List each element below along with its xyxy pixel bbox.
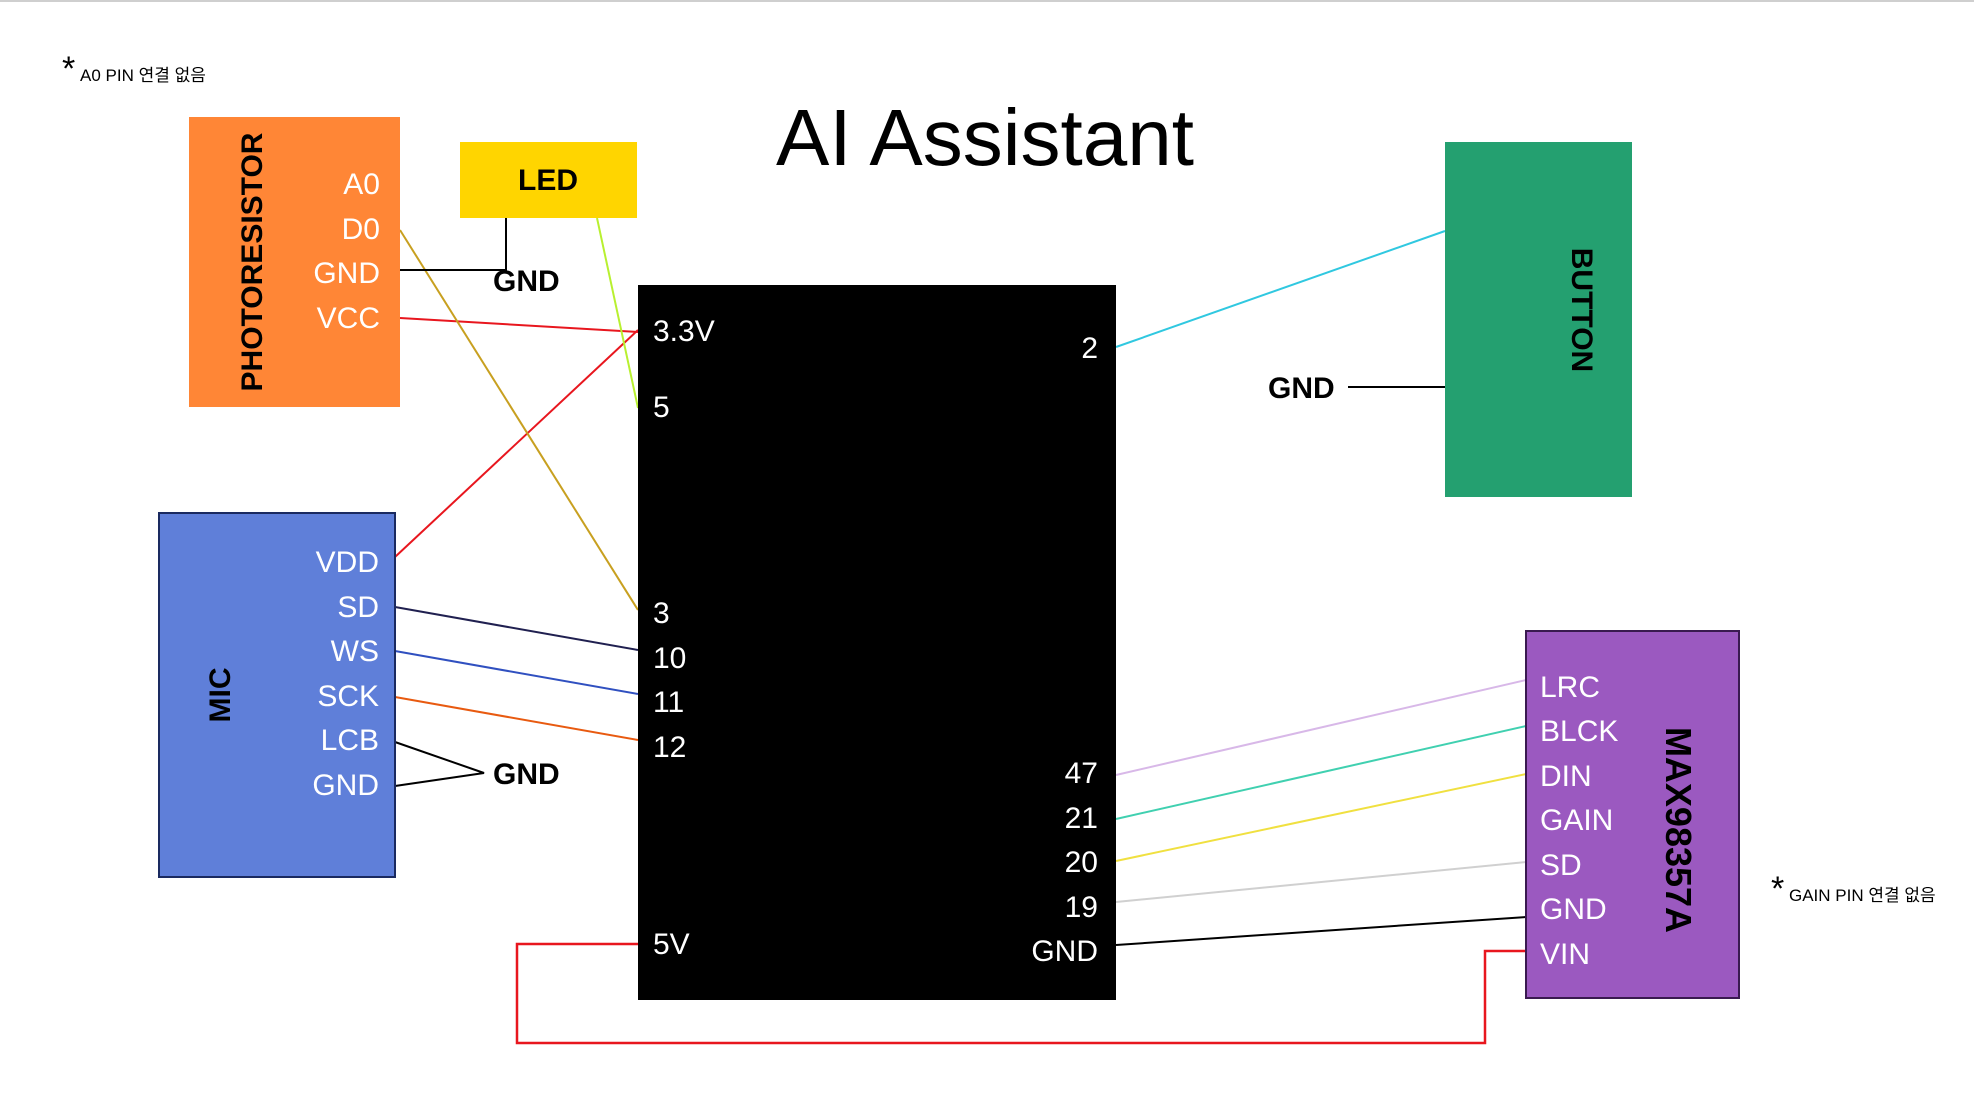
mic-pin-sd: SD — [337, 591, 379, 624]
note-star-a0: * — [62, 50, 75, 88]
wire-din-pin20 — [1115, 773, 1527, 862]
wire-sd-pin19 — [1115, 861, 1527, 903]
wire-blck-pin21 — [1115, 725, 1527, 820]
mcu-pin-3: 3 — [653, 597, 670, 630]
note-star-gain: * — [1771, 870, 1784, 908]
photoresistor-pin-vcc: VCC — [317, 302, 380, 335]
mcu-pin-10: 10 — [653, 642, 686, 675]
mic-body — [158, 512, 396, 878]
gnd-label-button: GND — [1268, 372, 1335, 405]
wire-led-pin5 — [596, 217, 639, 409]
wire-amp-gnd — [1115, 916, 1527, 946]
amp-pin-gain: GAIN — [1540, 804, 1613, 837]
photoresistor-body — [189, 117, 400, 407]
amp-pin-lrc: LRC — [1540, 671, 1600, 704]
mcu-pin-5v: 5V — [653, 928, 690, 961]
gnd-label-led: GND — [493, 265, 560, 298]
mic-pin-ws: WS — [331, 635, 379, 668]
photoresistor-pin-d0: D0 — [342, 213, 380, 246]
wire-mic-gnd — [394, 741, 485, 787]
mcu-pin-47: 47 — [1065, 757, 1098, 790]
wire-5v-vin — [515, 942, 1526, 1045]
note-gain-pin: GAIN PIN 연결 없음 — [1789, 886, 1936, 905]
mic-pin-lcb: LCB — [321, 724, 379, 757]
mcu-pin-3v3: 3.3V — [653, 315, 715, 348]
mcu-pin-11: 11 — [653, 686, 684, 719]
led-body — [460, 142, 637, 218]
mcu-pin-2: 2 — [1081, 332, 1098, 365]
mcu-pin-gnd: GND — [1031, 935, 1098, 968]
wire-d0-pin3 — [399, 229, 639, 611]
note-a0-pin: A0 PIN 연결 없음 — [80, 66, 206, 85]
wire-button-pin2 — [1115, 230, 1446, 348]
gnd-label-mic: GND — [493, 758, 560, 791]
wire-mic-sck-pin12 — [394, 696, 639, 741]
mcu-pin-20: 20 — [1065, 846, 1098, 879]
photoresistor-pin-gnd: GND — [313, 257, 380, 290]
amp-body — [1525, 630, 1740, 999]
mcu-pin-12: 12 — [653, 731, 686, 764]
mcu-pin-19: 19 — [1065, 891, 1098, 924]
button-module: BUTTON — [1445, 142, 1632, 497]
photoresistor-pin-a0: A0 — [343, 168, 380, 201]
mic-pin-sck: SCK — [317, 680, 379, 713]
wire-lrc-pin47 — [1115, 679, 1527, 776]
wires — [394, 217, 1527, 1045]
mcu-pin-21: 21 — [1065, 802, 1098, 835]
led-label: LED — [518, 164, 578, 197]
button-label: BUTTON — [1565, 248, 1598, 372]
amp-pin-vin: VIN — [1540, 938, 1590, 971]
amp-pin-blck: BLCK — [1540, 715, 1618, 748]
mcu-pin-5: 5 — [653, 391, 670, 424]
mic-pin-gnd: GND — [312, 769, 379, 802]
mcu-body — [638, 285, 1116, 1000]
amp-module: MAX98357A LRC BLCK DIN GAIN SD GND VIN — [1525, 630, 1740, 999]
wire-mic-ws-pin11 — [394, 650, 639, 695]
wire-vdd-3v3 — [394, 329, 639, 558]
amp-pin-gnd: GND — [1540, 893, 1607, 926]
mic-label: MIC — [204, 668, 237, 723]
diagram-title: AI Assistant — [776, 93, 1194, 182]
microcontroller: 3.3V 5 3 10 11 12 5V 2 47 21 20 19 GND — [638, 285, 1116, 1000]
amp-label: MAX98357A — [1658, 727, 1699, 933]
amp-pin-sd: SD — [1540, 849, 1582, 882]
amp-pin-din: DIN — [1540, 760, 1592, 793]
mic-module: MIC VDD SD WS SCK LCB GND — [158, 512, 396, 878]
photoresistor-label: PHOTORESISTOR — [236, 132, 269, 391]
wire-mic-sd-pin10 — [394, 606, 639, 651]
button-body — [1445, 142, 1632, 497]
led-module: LED — [460, 142, 637, 218]
wire-vcc-3v3 — [399, 317, 639, 333]
mic-pin-vdd: VDD — [316, 546, 379, 579]
wire-led-gnd — [400, 218, 507, 271]
photoresistor-module: PHOTORESISTOR A0 D0 GND VCC — [189, 117, 400, 407]
